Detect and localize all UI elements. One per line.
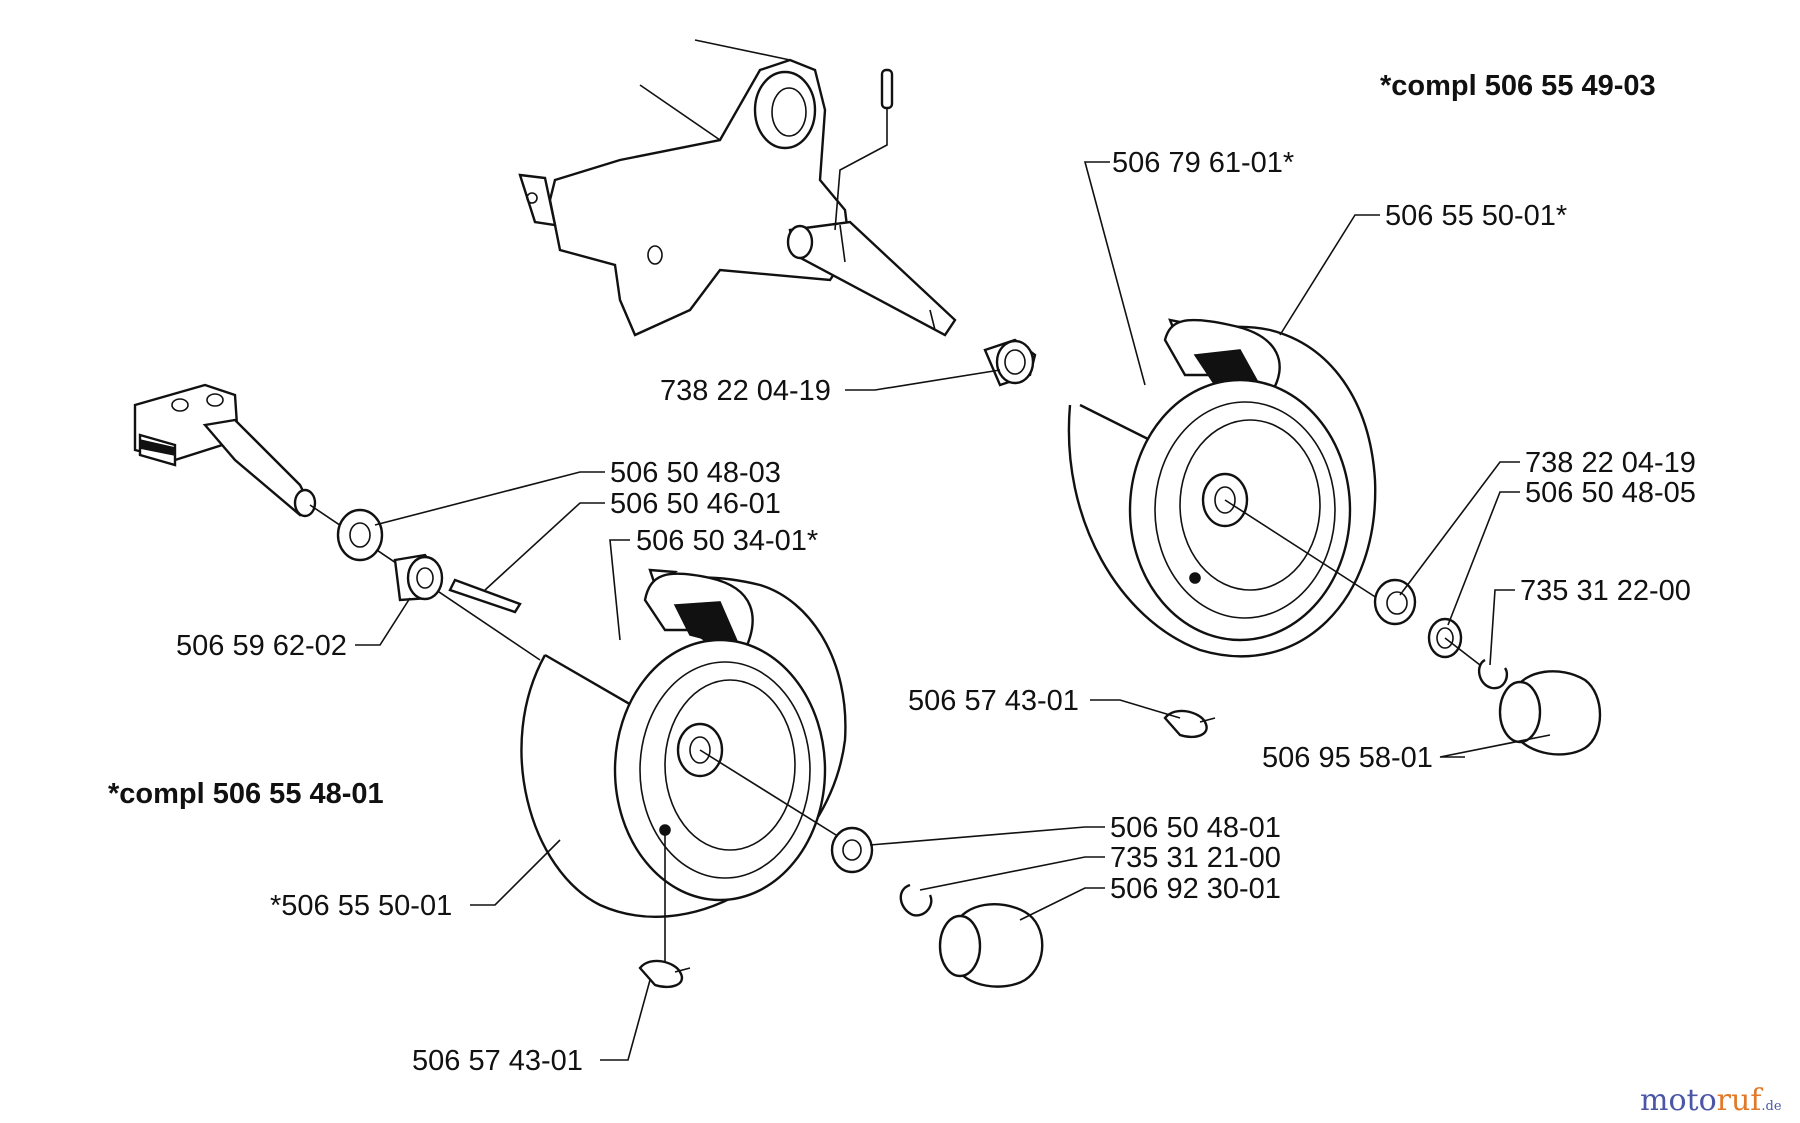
assembly-label-left: *compl 506 55 48-01	[108, 778, 384, 810]
callout-label: 506 95 58-01	[1262, 742, 1433, 774]
callout-label: 506 50 48-01	[1110, 812, 1281, 844]
watermark-logo: motoruf.de	[1640, 1083, 1782, 1118]
callout-label: 735 31 21-00	[1110, 842, 1281, 874]
hairpin-right	[1163, 709, 1216, 739]
watermark-part3: .de	[1761, 1099, 1781, 1114]
assembly-label-right: *compl 506 55 49-03	[1380, 70, 1656, 102]
callout-label: 506 50 48-03	[610, 457, 781, 489]
callout-label: 506 59 62-02	[176, 630, 347, 662]
part-number-labels: 738 22 04-19 506 79 61-01* 506 55 50-01*…	[176, 147, 1696, 1077]
watermark-part2: ruf	[1717, 1083, 1764, 1118]
callout-label: 506 50 48-05	[1525, 477, 1696, 509]
callout-label: *506 55 50-01	[270, 890, 452, 922]
left-axle	[133, 383, 541, 661]
right-hub-parts	[1373, 578, 1602, 756]
callout-label: 735 31 22-00	[1520, 575, 1691, 607]
right-wheel	[1067, 318, 1381, 658]
callout-label: 506 57 43-01	[412, 1045, 583, 1077]
callout-label: 506 92 30-01	[1110, 873, 1281, 905]
callout-label: 506 79 61-01*	[1112, 147, 1294, 179]
left-wheel	[520, 568, 861, 970]
hairpin-left	[638, 959, 691, 989]
watermark-part1: moto	[1640, 1083, 1717, 1118]
frame-bracket	[518, 39, 957, 337]
assembly-labels: *compl 506 55 49-03 *compl 506 55 48-01	[108, 70, 1656, 810]
callout-label: 506 50 46-01	[610, 488, 781, 520]
left-hub-parts	[830, 826, 1044, 988]
svg-text:motoruf.de: motoruf.de	[1640, 1083, 1782, 1118]
callout-label: 506 57 43-01	[908, 685, 1079, 717]
left-washer-bushing	[336, 508, 522, 614]
callout-label: 506 50 34-01*	[636, 525, 818, 557]
callout-label: 738 22 04-19	[660, 375, 831, 407]
callout-label: 506 55 50-01*	[1385, 200, 1567, 232]
leader-lines	[355, 161, 1551, 1061]
bearing-upper	[983, 338, 1037, 387]
callout-label: 738 22 04-19	[1525, 447, 1696, 479]
